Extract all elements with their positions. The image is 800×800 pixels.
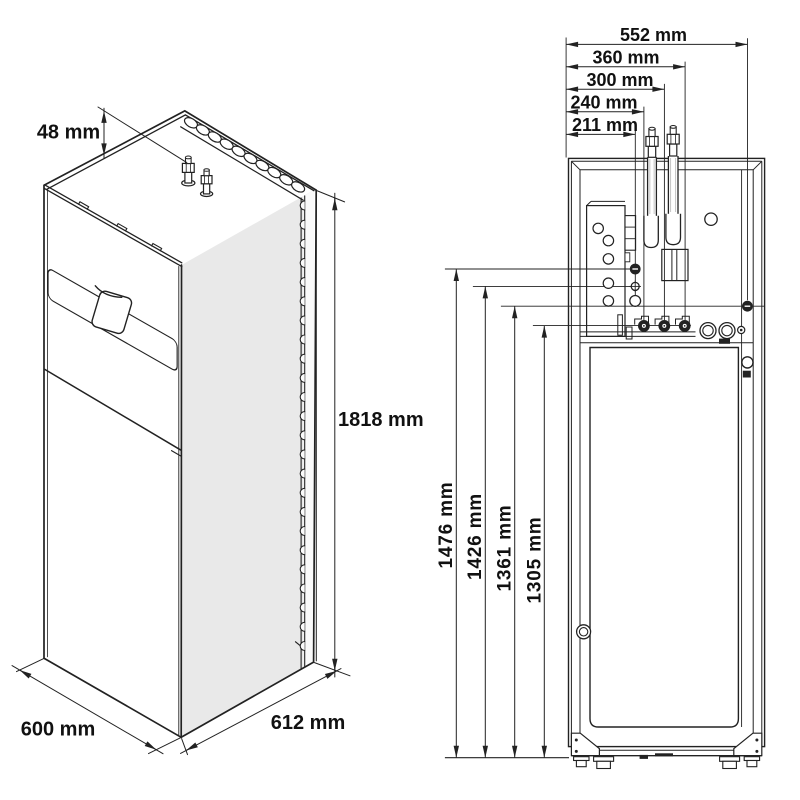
- front-view: [567, 125, 766, 770]
- display: [91, 290, 133, 335]
- dim-612: [180, 668, 342, 756]
- dim-552-label: 552 mm: [620, 25, 687, 45]
- pipe-1: [643, 126, 659, 249]
- dimension-labels: 552 mm 360 mm 300 mm 240 mm 211 mm 1476 …: [436, 25, 687, 603]
- keyhole: [741, 356, 754, 369]
- front-door: [589, 346, 740, 728]
- pipe-fitting-1: [181, 155, 196, 187]
- dim-1818: [314, 189, 351, 678]
- dim-1361-label: 1361 mm: [495, 505, 516, 592]
- dim-48-label: 48 mm: [37, 122, 100, 144]
- dim-1426-label: 1426 mm: [465, 493, 486, 580]
- dim-211-label: 211 mm: [572, 115, 638, 135]
- base-assembly: [570, 732, 763, 770]
- dim-612-label: 612 mm: [271, 712, 346, 734]
- front-face: [45, 187, 182, 738]
- dim-360-label: 360 mm: [592, 47, 659, 67]
- side-face: [181, 190, 314, 738]
- front-door-seam: [44, 368, 182, 452]
- bottom-connectors: [638, 320, 691, 332]
- dim-1818-label: 1818 mm: [338, 409, 424, 431]
- isometric-view: 48 mm 1818 mm 600 mm 612 mm: [11, 106, 424, 756]
- dim-600-label: 600 mm: [21, 719, 96, 741]
- junction-box: [661, 248, 689, 282]
- door-handle: [575, 624, 592, 640]
- pipe-fitting-2: [199, 168, 214, 198]
- dim-48: [97, 106, 188, 164]
- vent-holes: [183, 117, 306, 193]
- dim-300-label: 300 mm: [586, 70, 653, 90]
- dim-240-label: 240 mm: [570, 92, 637, 112]
- coil-bumps: [299, 200, 306, 652]
- dim-1476-label: 1476 mm: [436, 482, 457, 569]
- back-panel-strip: [303, 190, 314, 668]
- connection-points: [575, 212, 754, 640]
- dim-1305-label: 1305 mm: [525, 517, 546, 604]
- pipe-2: [665, 125, 682, 246]
- dim-600: [11, 658, 182, 755]
